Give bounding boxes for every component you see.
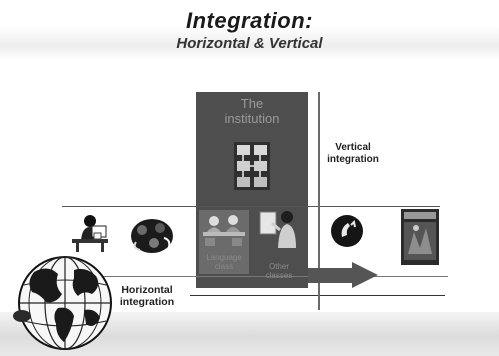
vertical-divider — [318, 92, 320, 310]
arrow-baseline — [190, 295, 445, 296]
horizontal-integration-label: Horizontal integration — [108, 284, 186, 308]
institution-label-line1: The — [240, 96, 264, 111]
other-classes-label: Other classes — [254, 262, 304, 280]
title-shade — [0, 26, 499, 60]
teacher-icon — [259, 211, 296, 248]
institution-label-line2: institution — [224, 111, 280, 126]
vertical-label-line2: integration — [327, 154, 379, 165]
horizontal-label-line2: integration — [119, 296, 175, 308]
vertical-label-line1: Vertical — [335, 142, 371, 153]
person-at-desk-icon — [72, 215, 108, 252]
horizontal-label-line1: Horizontal — [121, 284, 173, 296]
institution-label: The institution — [196, 96, 308, 126]
language-label-line2: class — [214, 262, 234, 271]
lower-horizontal-line — [80, 276, 448, 277]
book-cover-icon — [401, 209, 439, 265]
slide-subtitle: Horizontal & Vertical — [176, 35, 323, 52]
vertical-integration-label: Vertical integration — [320, 142, 386, 166]
other-label-line1: Other — [268, 262, 289, 271]
computer-network-icon — [234, 142, 270, 190]
horizontal-arrow-head — [352, 262, 378, 288]
horizontal-arrow-shaft — [308, 268, 354, 283]
telephone-icon — [331, 215, 363, 247]
language-label-line1: Language — [206, 253, 242, 262]
group-discussion-icon — [131, 219, 173, 253]
slide-title: Integration: — [186, 8, 313, 33]
classroom-icon — [203, 215, 245, 246]
upper-horizontal-line — [62, 206, 440, 207]
globe-icon — [13, 256, 112, 350]
language-class-label: Language class — [199, 253, 249, 271]
other-label-line2: classes — [265, 271, 293, 280]
